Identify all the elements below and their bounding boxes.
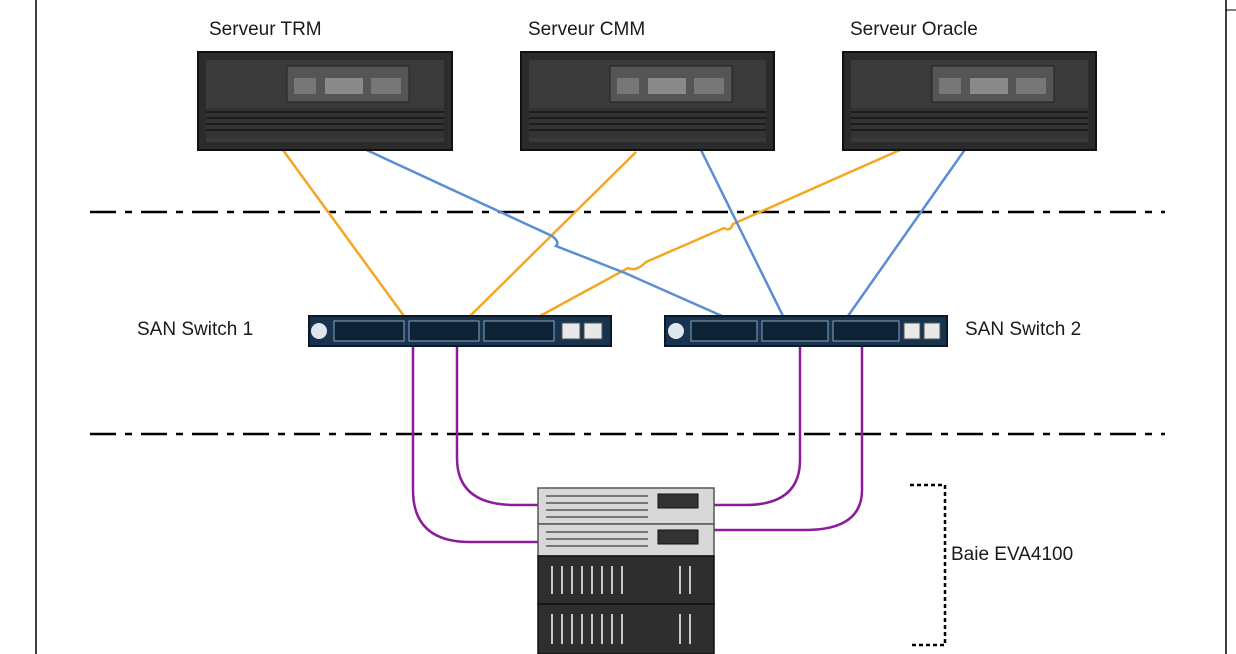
storage-links [411,342,864,544]
switch-1-label: SAN Switch 1 [137,319,253,340]
link-trm-switch1 [278,145,406,317]
switch-2-label: SAN Switch 2 [965,319,1081,340]
fabric-links [278,138,968,318]
server-oracle [842,51,1097,151]
link-cmm-switch2 [698,147,785,317]
link-trm-switch2 [344,138,723,318]
server-trm-label: Serveur TRM [209,19,322,40]
link-switch1-storage-a [411,342,540,544]
link-switch1-storage-b [455,342,540,507]
storage-label: Baie EVA4100 [951,544,1073,565]
link-switch2-storage-b [712,342,864,532]
page-frame [35,0,1236,654]
link-switch2-storage-a [712,342,802,507]
server-oracle-label: Serveur Oracle [850,19,978,40]
server-cmm [520,51,775,151]
link-oracle-switch1 [539,148,901,318]
server-cmm-label: Serveur CMM [528,19,645,40]
link-oracle-switch2 [846,147,968,317]
storage-array [537,487,715,654]
switch-2 [664,315,948,347]
link-cmm-switch1 [469,151,637,317]
switch-1 [308,315,612,347]
storage-bracket [910,483,947,647]
server-trm [197,51,453,151]
